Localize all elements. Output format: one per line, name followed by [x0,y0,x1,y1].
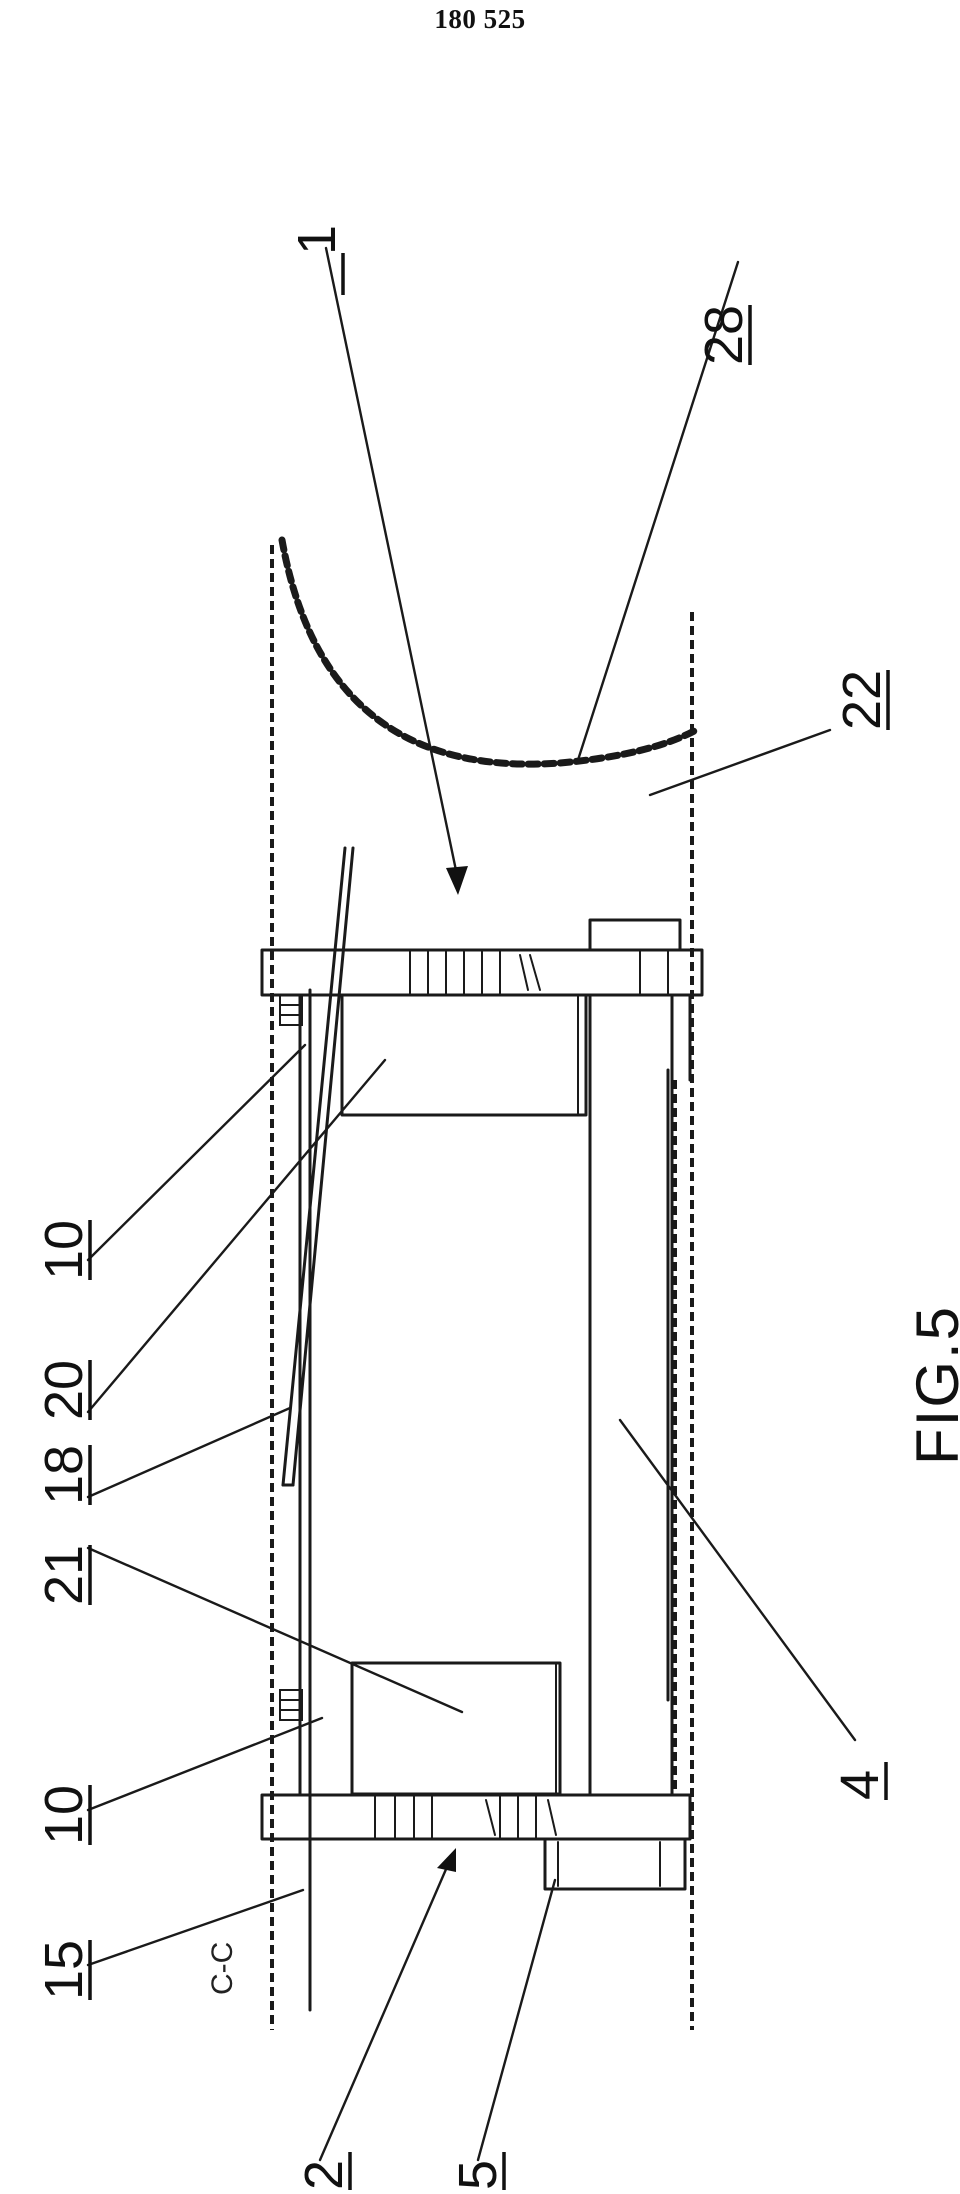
leader-10-bottom [86,1716,324,1812]
ref-28: 28 [694,305,754,365]
leader-18 [86,1406,292,1499]
curved-wall-28 [278,536,700,768]
ref-20: 20 [34,1360,94,1420]
svg-text:2: 2 [294,2160,354,2190]
leader-22 [648,728,832,797]
svg-text:10: 10 [34,1220,94,1280]
base-block-5 [543,1837,687,1891]
leader-4 [618,1418,857,1742]
ref-18: 18 [34,1445,94,1505]
svg-text:18: 18 [34,1445,94,1505]
frame-bar-bottom [260,1793,692,1841]
ref-1: 1 [287,225,347,295]
ref-4: 4 [830,1762,890,1800]
leader-1 [324,246,460,882]
svg-text:10: 10 [34,1785,94,1845]
svg-text:C-C: C-C [206,1942,239,1995]
ref-2: 2 [294,2152,354,2190]
ref-5: 5 [448,2152,508,2190]
arrowhead-1 [446,866,468,895]
leader-15 [86,1888,305,1967]
frame-bar-bottom-hatch [374,1794,557,1840]
leader-20 [86,1058,387,1414]
svg-text:1: 1 [287,225,347,255]
small-block-top [588,918,682,952]
svg-text:28: 28 [694,305,754,365]
svg-text:21: 21 [34,1545,94,1605]
rail-18-a [281,846,347,1487]
stud-10-bottom [279,1689,303,1721]
rail-18-b [291,846,355,1487]
leader-10-top [86,1043,307,1262]
ref-10-bottom: 10 [34,1785,94,1845]
ref-15: 15 [34,1940,94,2000]
leader-2 [318,1858,452,2162]
frame-bar-top-hatch [409,949,669,996]
ref-10-top: 10 [34,1220,94,1280]
block-21 [350,1661,562,1796]
figure-label: FIG.5 [904,1305,960,1465]
svg-text:20: 20 [34,1360,94,1420]
ref-21: 21 [34,1545,94,1605]
svg-text:5: 5 [448,2160,508,2190]
section-label: C-C [206,1942,239,1995]
leader-5 [476,1878,557,2162]
page-number: 180 525 [434,4,526,34]
leader-21 [86,1546,464,1714]
arrowhead-2 [437,1848,456,1872]
svg-text:4: 4 [830,1770,890,1800]
ref-22: 22 [832,670,892,730]
leader-28 [576,260,740,762]
block-20 [340,993,588,1117]
svg-text:15: 15 [34,1940,94,2000]
stud-10-top [279,994,303,1026]
svg-text:FIG.5: FIG.5 [904,1305,960,1465]
svg-text:22: 22 [832,670,892,730]
